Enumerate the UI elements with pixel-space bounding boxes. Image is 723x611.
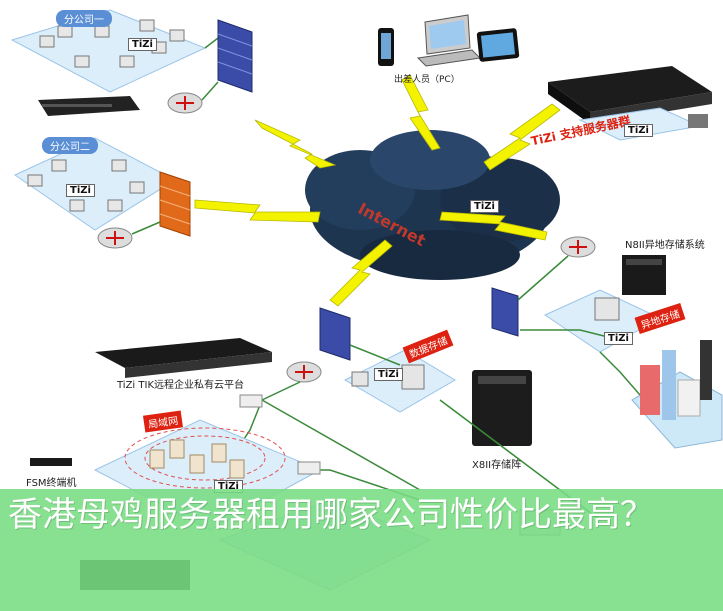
firewall-center	[319, 307, 351, 361]
branch1-zone	[10, 9, 223, 93]
branch1-tizi: TiZi	[128, 38, 157, 51]
x8ii-label: X8II存储阵	[472, 460, 522, 471]
fsm-terminal-device	[30, 458, 72, 466]
support-tizi: TiZi	[624, 124, 653, 137]
x8ii-device	[472, 370, 532, 446]
router-1	[167, 92, 203, 114]
mobile-staff-label: 出差人员（PC）	[394, 75, 460, 85]
remote-tizi: TiZi	[604, 332, 633, 345]
n8ii-device	[622, 255, 666, 295]
data-storage-zone	[343, 349, 456, 413]
banner-title: 香港母鸡服务器租用哪家公司性价比最高？	[8, 495, 654, 535]
firewall-right	[491, 287, 519, 337]
branch2-zone	[13, 137, 177, 231]
firewall-2	[159, 171, 191, 237]
switch-center	[239, 394, 321, 475]
tik-platform-label: TiZi TIK远程企业私有云平台	[117, 380, 245, 391]
server-rack-left	[38, 96, 140, 116]
mobile-devices	[378, 14, 520, 67]
branch2-tizi: TiZi	[66, 184, 95, 197]
n8ii-label: N8II异地存储系统	[625, 240, 705, 251]
cloud-tizi: TiZi	[470, 200, 499, 213]
tik-platform-server	[95, 338, 272, 378]
router-2	[97, 227, 133, 249]
data-storage-tizi: TiZi	[374, 368, 403, 381]
firewall-1	[217, 19, 253, 93]
router-right	[560, 236, 596, 258]
city-buildings	[631, 340, 723, 449]
title-banner: 香港母鸡服务器租用哪家公司性价比最高？	[0, 489, 723, 611]
fsm-terminal-label: FSM终端机	[26, 478, 77, 489]
router-center	[286, 361, 322, 383]
branch2-label: 分公司二	[42, 137, 98, 154]
branch1-label: 分公司一	[56, 10, 112, 27]
internet-cloud	[305, 130, 560, 280]
lightning-links	[194, 74, 561, 307]
